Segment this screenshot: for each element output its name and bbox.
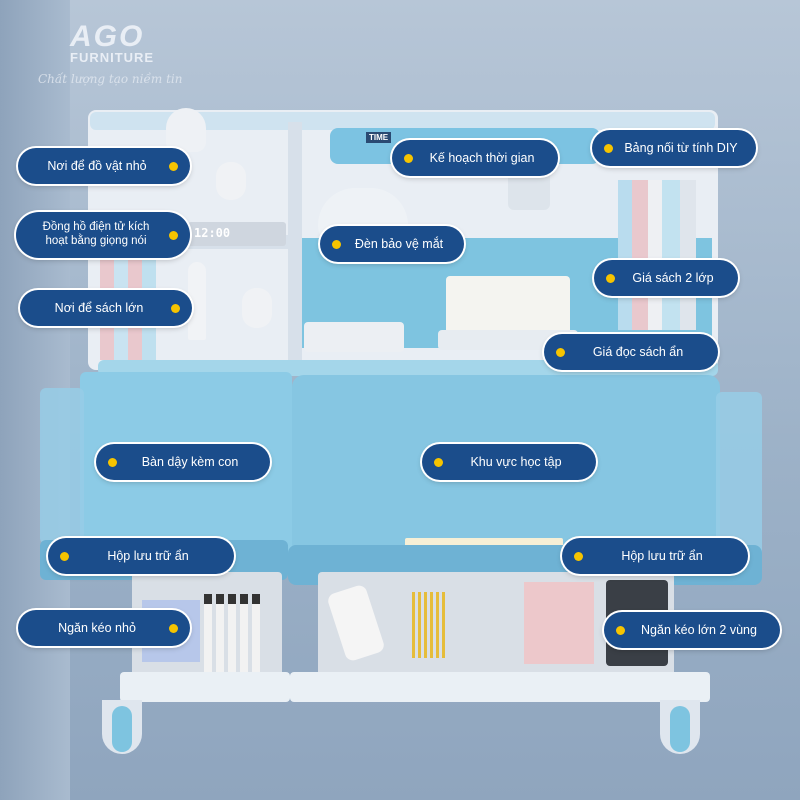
bullet-dot-icon <box>60 551 69 561</box>
device-base <box>304 322 404 352</box>
callout-text: Nơi để sách lớn <box>54 300 144 315</box>
callout-diy-magnetic-board: Bảng nối từ tính DIY <box>592 130 756 166</box>
callout-text: Nơi để đồ vật nhỏ <box>47 158 147 173</box>
brand-logo: AGO FURNITURE <box>70 20 154 65</box>
pink-notepad <box>524 582 594 664</box>
bullet-dot-icon <box>332 239 341 249</box>
bullet-dot-icon <box>171 303 180 313</box>
callout-time-plan: Kế hoạch thời gian <box>392 140 558 176</box>
hutch-divider <box>288 122 302 362</box>
pencils <box>412 592 458 658</box>
callout-text: Giá sách 2 lớp <box>632 270 714 285</box>
bullet-dot-icon <box>616 625 625 635</box>
bullet-dot-icon <box>404 153 413 163</box>
large-drawer-front <box>290 672 710 702</box>
brand-tagline: Chất lượng tạo niềm tin <box>38 72 183 86</box>
callout-text: Kế hoạch thời gian <box>429 150 535 165</box>
callout-small-items-shelf: Nơi để đồ vật nhỏ <box>18 148 190 184</box>
book-stand <box>438 330 578 350</box>
logo-sub: FURNITURE <box>70 50 155 65</box>
astronaut-figure-3 <box>242 288 272 328</box>
callout-hidden-storage-right: Hộp lưu trữ ẩn <box>562 538 748 574</box>
callout-large-book-shelf: Nơi để sách lớn <box>20 290 192 326</box>
astronaut-figure-1 <box>166 108 206 152</box>
callout-text: Bàn dậy kèm con <box>141 454 239 469</box>
bullet-dot-icon <box>574 551 583 561</box>
callout-hidden-book-stand: Giá đọc sách ẩn <box>544 334 718 370</box>
bullet-dot-icon <box>169 230 178 240</box>
pen-cup <box>508 170 550 210</box>
bullet-dot-icon <box>108 457 117 467</box>
small-drawer-front <box>120 672 290 702</box>
books-right <box>618 180 708 330</box>
callout-text: Hộp lưu trữ ẩn <box>621 548 703 563</box>
callout-text: Ngăn kéo nhỏ <box>58 620 136 635</box>
hutch-top-strip <box>90 112 715 130</box>
callout-text: Bảng nối từ tính DIY <box>624 140 738 155</box>
callout-text: Khu vực học tập <box>470 454 562 469</box>
desk-leg-right-accent <box>670 706 690 752</box>
callout-voice-clock: Đồng hồ điện tử kích hoạt bằng giọng nói <box>16 212 190 258</box>
side-tray-left <box>40 388 84 544</box>
callout-two-tier-shelf: Giá sách 2 lớp <box>594 260 738 296</box>
callout-study-area: Khu vực học tập <box>422 444 596 480</box>
astronaut-figure-2 <box>216 162 246 200</box>
bullet-dot-icon <box>604 143 613 153</box>
bullet-dot-icon <box>169 161 178 171</box>
bullet-dot-icon <box>169 623 178 633</box>
callout-small-drawer: Ngăn kéo nhỏ <box>18 610 190 646</box>
logo-text: AGO <box>70 20 145 53</box>
callout-text: Đồng hồ điện tử kích hoạt bằng giọng nói <box>42 221 150 247</box>
callout-text: Hộp lưu trữ ẩn <box>107 548 189 563</box>
rocket-figure <box>188 262 206 340</box>
markers <box>204 594 268 674</box>
bullet-dot-icon <box>434 457 443 467</box>
callout-text: Ngăn kéo lớn 2 vùng <box>641 622 757 637</box>
desk-leg-left-accent <box>112 706 132 752</box>
callout-hidden-storage-left: Hộp lưu trữ ẩn <box>48 538 234 574</box>
bullet-dot-icon <box>556 347 565 357</box>
callout-large-drawer: Ngăn kéo lớn 2 vùng <box>604 612 780 648</box>
clock-digits: 12:00 <box>194 226 231 240</box>
bullet-dot-icon <box>606 273 615 283</box>
callout-text: Giá đọc sách ẩn <box>592 344 684 359</box>
callout-text: Đèn bảo vệ mắt <box>354 236 444 251</box>
callout-parent-desk: Bàn dậy kèm con <box>96 444 270 480</box>
digital-clock <box>188 222 286 246</box>
callout-eye-lamp: Đèn bảo vệ mắt <box>320 226 464 262</box>
time-panel-label: TIME <box>366 132 392 143</box>
